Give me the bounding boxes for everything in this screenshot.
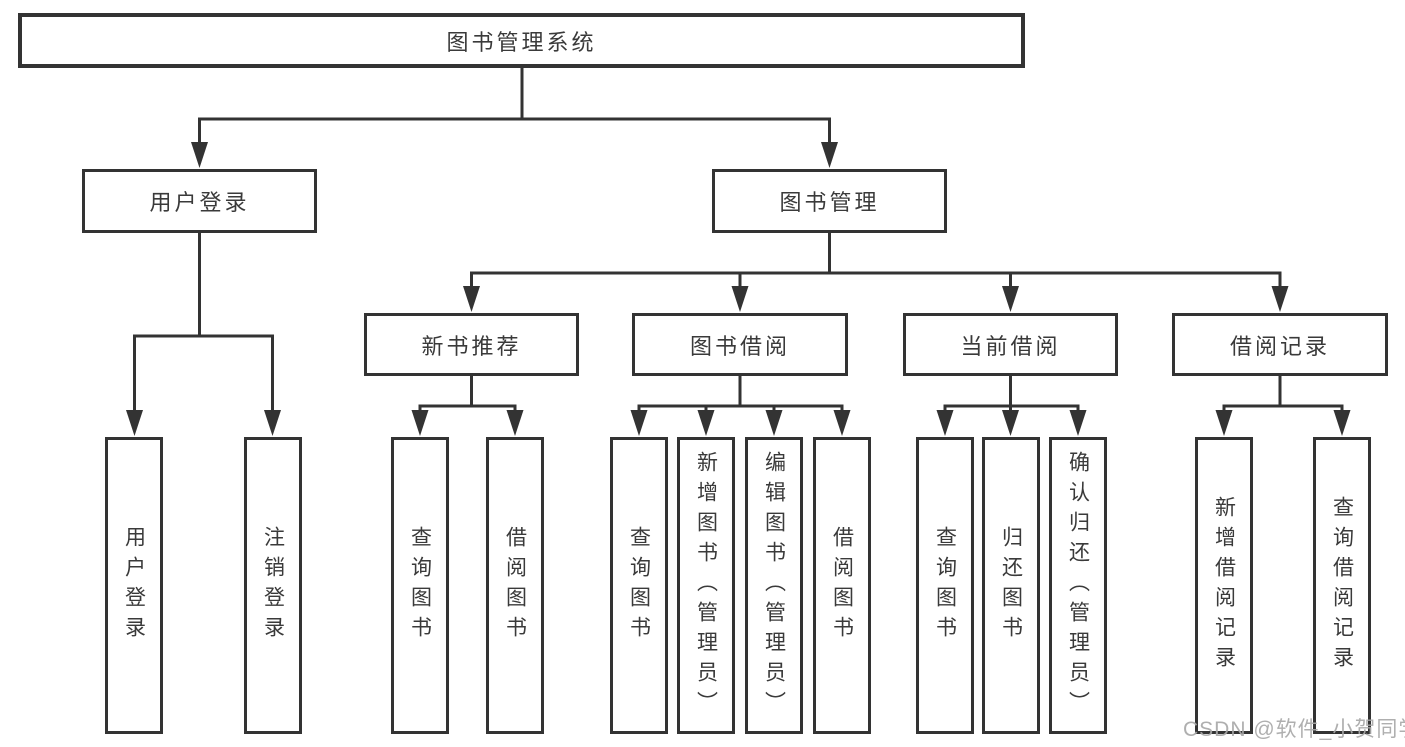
- leaf-edit-book-admin: 编辑图书（管理员）: [745, 437, 803, 734]
- node-library-system: 图书管理系统: [18, 13, 1025, 68]
- node-user-login-label: 用户登录: [149, 190, 250, 215]
- leaf-borrow-books-borrow: 借阅图书: [813, 437, 871, 734]
- leaf-query-books-current-label: 查询图书: [933, 525, 957, 646]
- node-current-borrow-label: 当前借阅: [960, 333, 1061, 359]
- node-user-login: 用户登录: [82, 169, 317, 233]
- leaf-return-books-label: 归还图书: [999, 525, 1023, 646]
- leaf-query-borrow-record-label: 查询借阅记录: [1330, 495, 1354, 676]
- leaf-logout-label: 注销登录: [261, 525, 285, 646]
- node-new-book-recommend: 新书推荐: [364, 313, 579, 376]
- leaf-add-borrow-record: 新增借阅记录: [1195, 437, 1253, 734]
- leaf-add-borrow-record-label: 新增借阅记录: [1212, 495, 1236, 676]
- leaf-user-login-label: 用户登录: [122, 525, 146, 646]
- node-new-book-recommend-label: 新书推荐: [421, 333, 522, 359]
- node-borrow-records: 借阅记录: [1172, 313, 1388, 376]
- leaf-confirm-return-admin: 确认归还（管理员）: [1049, 437, 1107, 734]
- node-current-borrow: 当前借阅: [903, 313, 1118, 376]
- leaf-add-book-admin-label: 新增图书（管理员）: [694, 450, 718, 721]
- leaf-borrow-books-recommend-label: 借阅图书: [503, 525, 527, 646]
- leaf-borrow-books-borrow-label: 借阅图书: [830, 525, 854, 646]
- leaf-query-books-recommend-label: 查询图书: [408, 525, 432, 646]
- leaf-query-books-current: 查询图书: [916, 437, 974, 734]
- leaf-edit-book-admin-label: 编辑图书（管理员）: [762, 450, 786, 721]
- node-book-management-label: 图书管理: [779, 190, 880, 215]
- leaf-query-borrow-record: 查询借阅记录: [1313, 437, 1371, 734]
- leaf-borrow-books-recommend: 借阅图书: [486, 437, 544, 734]
- leaf-query-books-recommend: 查询图书: [391, 437, 449, 734]
- leaf-user-login: 用户登录: [105, 437, 163, 734]
- leaf-return-books: 归还图书: [982, 437, 1040, 734]
- node-book-borrow: 图书借阅: [632, 313, 848, 376]
- node-book-borrow-label: 图书借阅: [689, 333, 790, 359]
- leaf-logout: 注销登录: [244, 437, 302, 734]
- node-library-system-label: 图书管理系统: [446, 29, 597, 55]
- node-book-management: 图书管理: [712, 169, 947, 233]
- node-borrow-records-label: 借阅记录: [1229, 333, 1330, 359]
- leaf-confirm-return-admin-label: 确认归还（管理员）: [1066, 450, 1090, 721]
- arrowheads: [126, 142, 1351, 436]
- watermark: CSDN @软件_小贺同学: [1183, 718, 1405, 741]
- leaf-query-books-borrow-label: 查询图书: [627, 525, 651, 646]
- leaf-query-books-borrow: 查询图书: [610, 437, 668, 734]
- leaf-add-book-admin: 新增图书（管理员）: [677, 437, 735, 734]
